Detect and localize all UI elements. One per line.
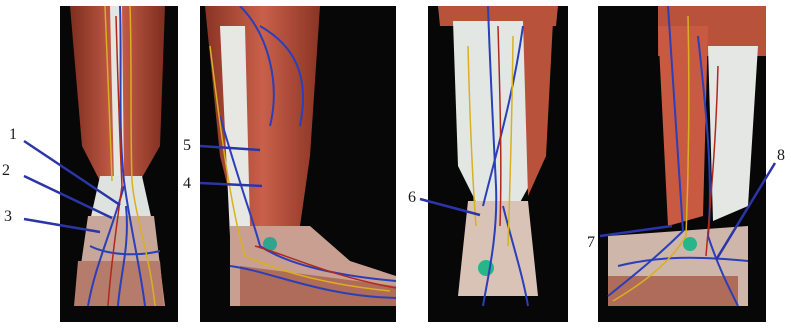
callout-number-4: 4 <box>183 176 191 192</box>
medial-leg-illustration <box>200 6 396 322</box>
callout-number-1: 1 <box>9 127 17 143</box>
callout-number-2: 2 <box>2 163 10 179</box>
anterior-leg-illustration <box>60 6 178 322</box>
callout-number-5: 5 <box>183 138 191 154</box>
callout-number-7: 7 <box>587 235 595 251</box>
lateral-leg-illustration <box>598 6 766 322</box>
panel-medial-view: б) <box>200 6 396 322</box>
callout-number-6: 6 <box>408 190 416 206</box>
callout-number-3: 3 <box>4 209 12 225</box>
callout-number-8: 8 <box>777 148 785 164</box>
posterior-leg-illustration <box>428 6 568 322</box>
panel-anterior-view: а) <box>60 6 178 322</box>
panel-lateral-view: г) <box>598 6 766 322</box>
panel-posterior-view: в) <box>428 6 568 322</box>
